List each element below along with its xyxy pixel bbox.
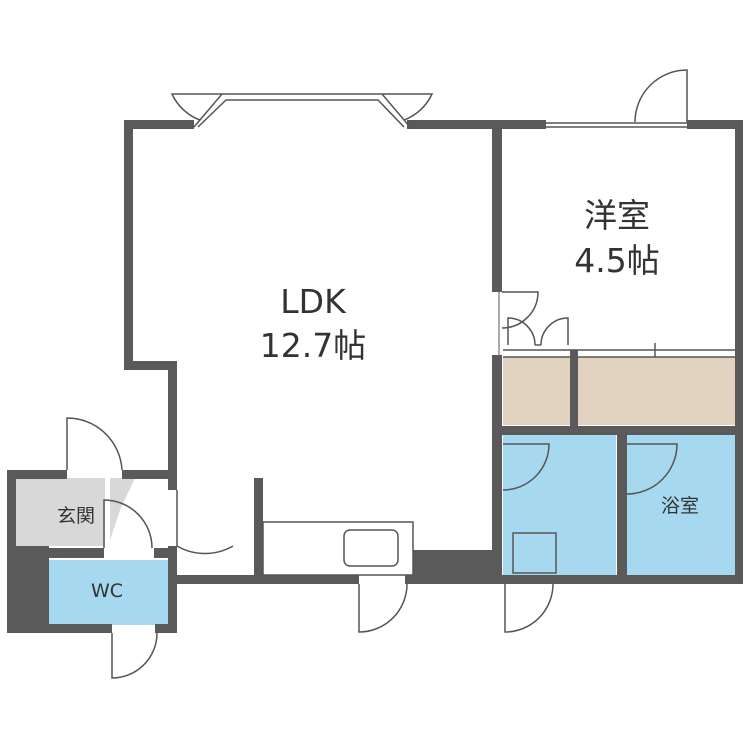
entrance-step-edge [110, 478, 135, 540]
washing-machine [512, 532, 557, 574]
balcony-door [634, 69, 688, 123]
closet-door-right [540, 317, 569, 346]
bathroom-label: 浴室 [661, 495, 699, 517]
window-leaf-right [382, 93, 434, 121]
door-ldk-western [501, 291, 539, 329]
bay-window [193, 93, 411, 128]
bathroom-floor [627, 435, 735, 575]
kitchen-sink [343, 529, 399, 567]
ldk-size: 12.7帖 [260, 326, 366, 365]
washroom-door [502, 443, 550, 491]
entrance-main-door [66, 417, 123, 471]
bathroom-door [626, 443, 678, 495]
wc-floor [48, 560, 168, 625]
washroom-outer-door [504, 583, 554, 633]
entrance-label: 玄関 [57, 505, 95, 527]
fixtures [66, 69, 735, 679]
wc-inner-door [103, 499, 153, 549]
window-leaf-left [170, 93, 222, 121]
wc-outer-door [111, 632, 158, 679]
kitchen-counter [262, 521, 414, 576]
western-room-floor [500, 127, 735, 355]
western-room-size: 4.5帖 [574, 241, 659, 280]
ldk-name: LDK [280, 282, 347, 321]
ldk-floor [131, 127, 495, 578]
western-room-name: 洋室 [584, 196, 650, 235]
closet-right [578, 357, 735, 425]
closet-left [503, 357, 570, 425]
closet-door-left [507, 317, 536, 346]
walls [7, 120, 743, 633]
ldk-bottom-door [358, 583, 408, 633]
hall-door [176, 490, 234, 555]
wc-label: WC [91, 580, 123, 602]
washroom-floor [503, 435, 616, 575]
